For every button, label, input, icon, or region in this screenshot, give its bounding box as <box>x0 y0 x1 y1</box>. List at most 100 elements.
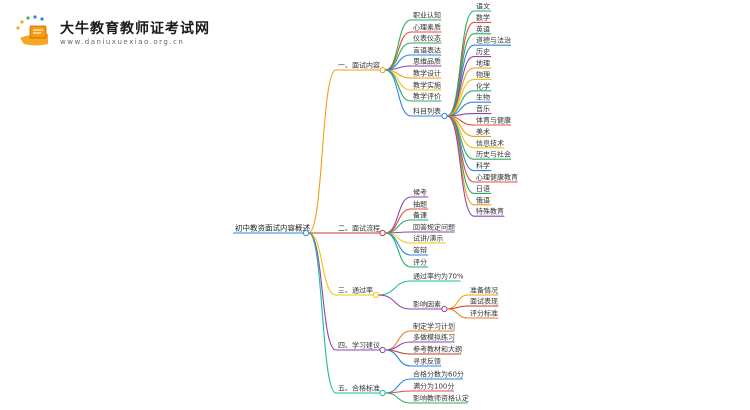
child-link-5-3 <box>385 392 412 404</box>
child-node-2-1[interactable]: 候考 <box>411 188 429 198</box>
branch-node-1[interactable]: 一、面试内容 <box>336 61 380 71</box>
child-node-1-3-label: 仪表仪态 <box>413 34 441 43</box>
child-node-2-6[interactable]: 答辩 <box>411 246 429 256</box>
child-node-1-5[interactable]: 思维品质 <box>411 57 442 67</box>
child-node-1-7-label: 教学实施 <box>413 81 441 90</box>
branch-node-5-label: 五、合格标准 <box>338 384 380 393</box>
leaf-node-3-2-1-label: 准备情况 <box>470 286 498 295</box>
leaf-node-1-9-18-label: 俄语 <box>476 195 490 204</box>
leaf-node-1-9-19-label: 特殊教育 <box>476 207 504 216</box>
branch-node-3[interactable]: 三、通过率 <box>336 286 373 296</box>
branch-node-5[interactable]: 五、合格标准 <box>336 384 380 394</box>
site-logo[interactable]: 大牛教育教师证考试网 www.daniuxuexiao.org.cn <box>14 14 209 50</box>
leaf-node-1-9-16-label: 心理健康教育 <box>476 173 518 182</box>
leaf-node-3-2-3[interactable]: 评分标准 <box>468 309 499 319</box>
child-node-4-4[interactable]: 寻求反馈 <box>411 357 442 367</box>
leaf-node-1-9-4[interactable]: 道德与法治 <box>474 36 511 46</box>
child-link-2-1 <box>385 196 412 234</box>
leaf-node-1-9-12-label: 美术 <box>476 127 490 136</box>
child-node-1-8[interactable]: 教学评价 <box>411 92 442 102</box>
leaf-node-1-9-17-label: 日语 <box>476 184 490 193</box>
child-collapse-toggle-1-9[interactable] <box>441 112 448 120</box>
child-node-1-6[interactable]: 教学设计 <box>411 69 442 79</box>
leaf-link-1-9-19 <box>446 115 475 217</box>
branch-collapse-toggle-5[interactable] <box>379 389 386 397</box>
site-title: 大牛教育教师证考试网 <box>60 21 210 37</box>
child-node-3-1[interactable]: 通过率约为70% <box>411 272 464 282</box>
child-node-1-6-label: 教学设计 <box>413 69 441 78</box>
child-node-4-2[interactable]: 多做模拟练习 <box>411 333 455 343</box>
leaf-node-1-9-11-label: 体育与健康 <box>476 116 511 125</box>
child-collapse-toggle-3-2[interactable] <box>441 305 448 313</box>
child-node-2-5-label: 试讲/演示 <box>413 234 443 243</box>
leaf-link-3-2-2 <box>446 305 469 310</box>
leaf-node-1-9-1[interactable]: 语文 <box>474 2 492 12</box>
child-node-1-5-label: 思维品质 <box>413 57 441 66</box>
child-node-2-3[interactable]: 备课 <box>411 211 429 221</box>
leaf-node-1-9-3[interactable]: 英语 <box>474 24 492 35</box>
branch-collapse-toggle-1[interactable] <box>379 66 386 74</box>
child-node-3-2[interactable]: 影响因素 <box>411 300 442 310</box>
child-node-1-4-label: 言语表达 <box>413 46 441 55</box>
child-node-5-1-label: 合格分数为60分 <box>413 370 464 379</box>
leaf-node-1-9-10[interactable]: 音乐 <box>474 104 492 115</box>
child-node-2-7[interactable]: 评分 <box>411 258 429 268</box>
branch-node-4[interactable]: 四、学习建议 <box>336 341 380 351</box>
child-node-1-2[interactable]: 心理素质 <box>411 23 442 33</box>
leaf-node-1-9-13[interactable]: 信息技术 <box>474 138 505 149</box>
leaf-node-1-9-7-label: 物理 <box>476 70 490 79</box>
child-link-3-1 <box>378 280 412 296</box>
leaf-node-1-9-9[interactable]: 生物 <box>474 93 492 103</box>
child-node-4-1-label: 制定学习计划 <box>413 322 455 331</box>
child-node-5-3-label: 影响教师资格认定 <box>413 394 469 403</box>
leaf-node-1-9-11[interactable]: 体育与健康 <box>474 116 511 126</box>
leaf-node-1-9-5[interactable]: 历史 <box>474 47 492 58</box>
root-node[interactable]: 初中教资面试内容概述 <box>233 223 310 234</box>
child-node-2-2[interactable]: 抽题 <box>411 200 429 210</box>
leaf-node-1-9-5-label: 历史 <box>476 47 490 56</box>
leaf-node-1-9-2[interactable]: 数学 <box>474 13 492 23</box>
child-node-2-5[interactable]: 试讲/演示 <box>411 234 446 244</box>
leaf-node-1-9-16[interactable]: 心理健康教育 <box>474 173 518 183</box>
site-url: www.daniuxuexiao.org.cn <box>60 38 185 46</box>
child-node-5-3[interactable]: 影响教师资格认定 <box>411 394 469 404</box>
leaf-node-1-9-14[interactable]: 历史与社会 <box>474 150 511 160</box>
child-node-5-1[interactable]: 合格分数为60分 <box>411 370 464 380</box>
child-link-4-2 <box>385 341 412 351</box>
branch-collapse-toggle-3[interactable] <box>372 291 380 299</box>
child-node-4-3-label: 参考教材和大纲 <box>413 345 462 354</box>
leaf-node-1-9-6[interactable]: 地理 <box>474 59 492 69</box>
branch-collapse-toggle-4[interactable] <box>379 346 386 354</box>
leaf-node-3-2-1[interactable]: 准备情况 <box>468 286 499 296</box>
child-node-4-1[interactable]: 制定学习计划 <box>411 322 455 332</box>
child-link-2-2 <box>385 208 412 234</box>
child-node-1-1[interactable]: 职业认知 <box>411 11 442 21</box>
leaf-node-1-9-17[interactable]: 日语 <box>474 184 492 194</box>
branch-collapse-toggle-2[interactable] <box>379 229 386 237</box>
child-node-2-6-label: 答辩 <box>413 246 427 255</box>
child-node-5-2[interactable]: 满分为100分 <box>411 382 454 392</box>
child-node-1-9[interactable]: 科目列表 <box>411 107 442 117</box>
child-node-1-3[interactable]: 仪表仪态 <box>411 34 442 44</box>
child-node-1-7[interactable]: 教学实施 <box>411 81 442 91</box>
branch-node-2[interactable]: 二、面试流程 <box>336 224 380 234</box>
leaf-node-1-9-19[interactable]: 特殊教育 <box>474 207 505 217</box>
branch-node-1-label: 一、面试内容 <box>338 61 380 70</box>
child-node-1-2-label: 心理素质 <box>413 23 441 32</box>
leaf-node-1-9-18[interactable]: 俄语 <box>474 195 492 206</box>
child-node-4-2-label: 多做模拟练习 <box>413 333 455 342</box>
child-node-1-4[interactable]: 言语表达 <box>411 46 442 56</box>
leaf-node-1-9-8[interactable]: 化学 <box>474 81 492 92</box>
child-link-5-2 <box>385 390 412 394</box>
leaf-node-1-9-7[interactable]: 物理 <box>474 70 492 80</box>
leaf-node-1-9-15[interactable]: 科学 <box>474 161 492 172</box>
leaf-node-1-9-12[interactable]: 美术 <box>474 127 492 137</box>
leaf-node-1-9-4-label: 道德与法治 <box>476 36 511 45</box>
root-collapse-toggle[interactable] <box>302 229 310 237</box>
leaf-link-1-9-17 <box>446 115 475 194</box>
child-node-2-4[interactable]: 回答规定问题 <box>411 223 455 233</box>
leaf-node-3-2-2[interactable]: 面试表现 <box>468 297 499 307</box>
branch-link-3 <box>308 232 337 296</box>
child-node-4-3[interactable]: 参考教材和大纲 <box>411 345 462 355</box>
child-node-1-9-label: 科目列表 <box>413 107 441 116</box>
